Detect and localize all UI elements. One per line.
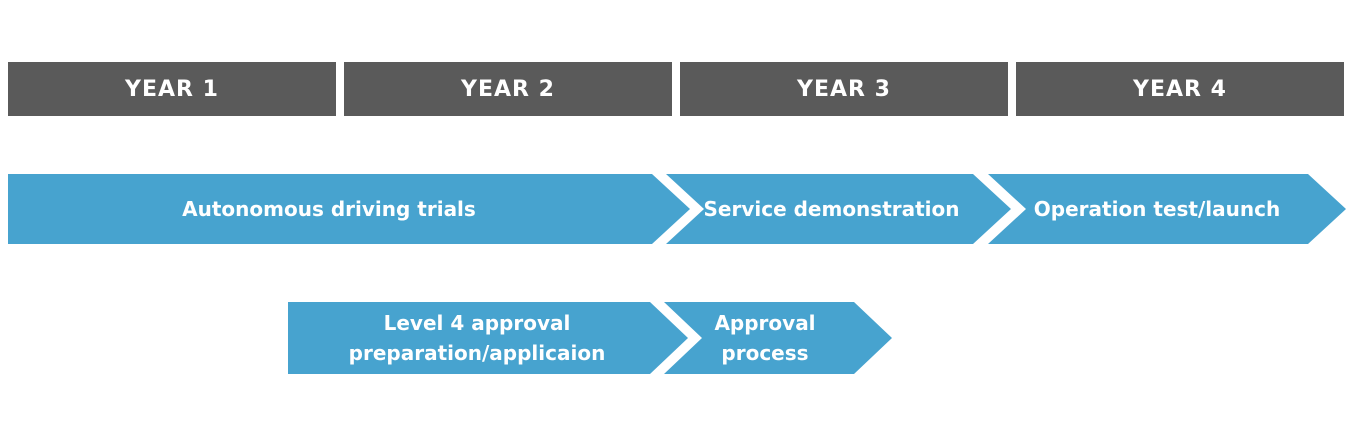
- year-1-label: YEAR 1: [125, 76, 219, 102]
- year-2-label: YEAR 2: [461, 76, 555, 102]
- approval-process-line2: process: [721, 341, 809, 365]
- service-demonstration-label: Service demonstration: [703, 197, 960, 221]
- level4-approval-text: Level 4 approval preparation/applicaion: [349, 308, 606, 368]
- autonomous-driving-trials-label: Autonomous driving trials: [182, 197, 476, 221]
- autonomous-driving-trials-arrow: Autonomous driving trials: [8, 174, 690, 244]
- approval-process-text: Approval process: [714, 308, 815, 368]
- year-4-label: YEAR 4: [1133, 76, 1227, 102]
- approval-process-line1: Approval: [714, 311, 816, 335]
- operation-test-launch-label: Operation test/launch: [1033, 197, 1281, 221]
- approval-process-chevron: Approval process: [664, 302, 892, 374]
- year-3-header: YEAR 3: [680, 62, 1008, 116]
- service-demonstration-chevron: Service demonstration: [666, 174, 1011, 244]
- level4-approval-arrow: Level 4 approval preparation/applicaion: [288, 302, 688, 374]
- level4-approval-line1: Level 4 approval: [383, 311, 571, 335]
- year-2-header: YEAR 2: [344, 62, 672, 116]
- operation-test-launch-chevron: Operation test/launch: [988, 174, 1346, 244]
- year-1-header: YEAR 1: [8, 62, 336, 116]
- year-4-header: YEAR 4: [1016, 62, 1344, 116]
- level4-approval-line2: preparation/applicaion: [348, 341, 606, 365]
- year-3-label: YEAR 3: [797, 76, 891, 102]
